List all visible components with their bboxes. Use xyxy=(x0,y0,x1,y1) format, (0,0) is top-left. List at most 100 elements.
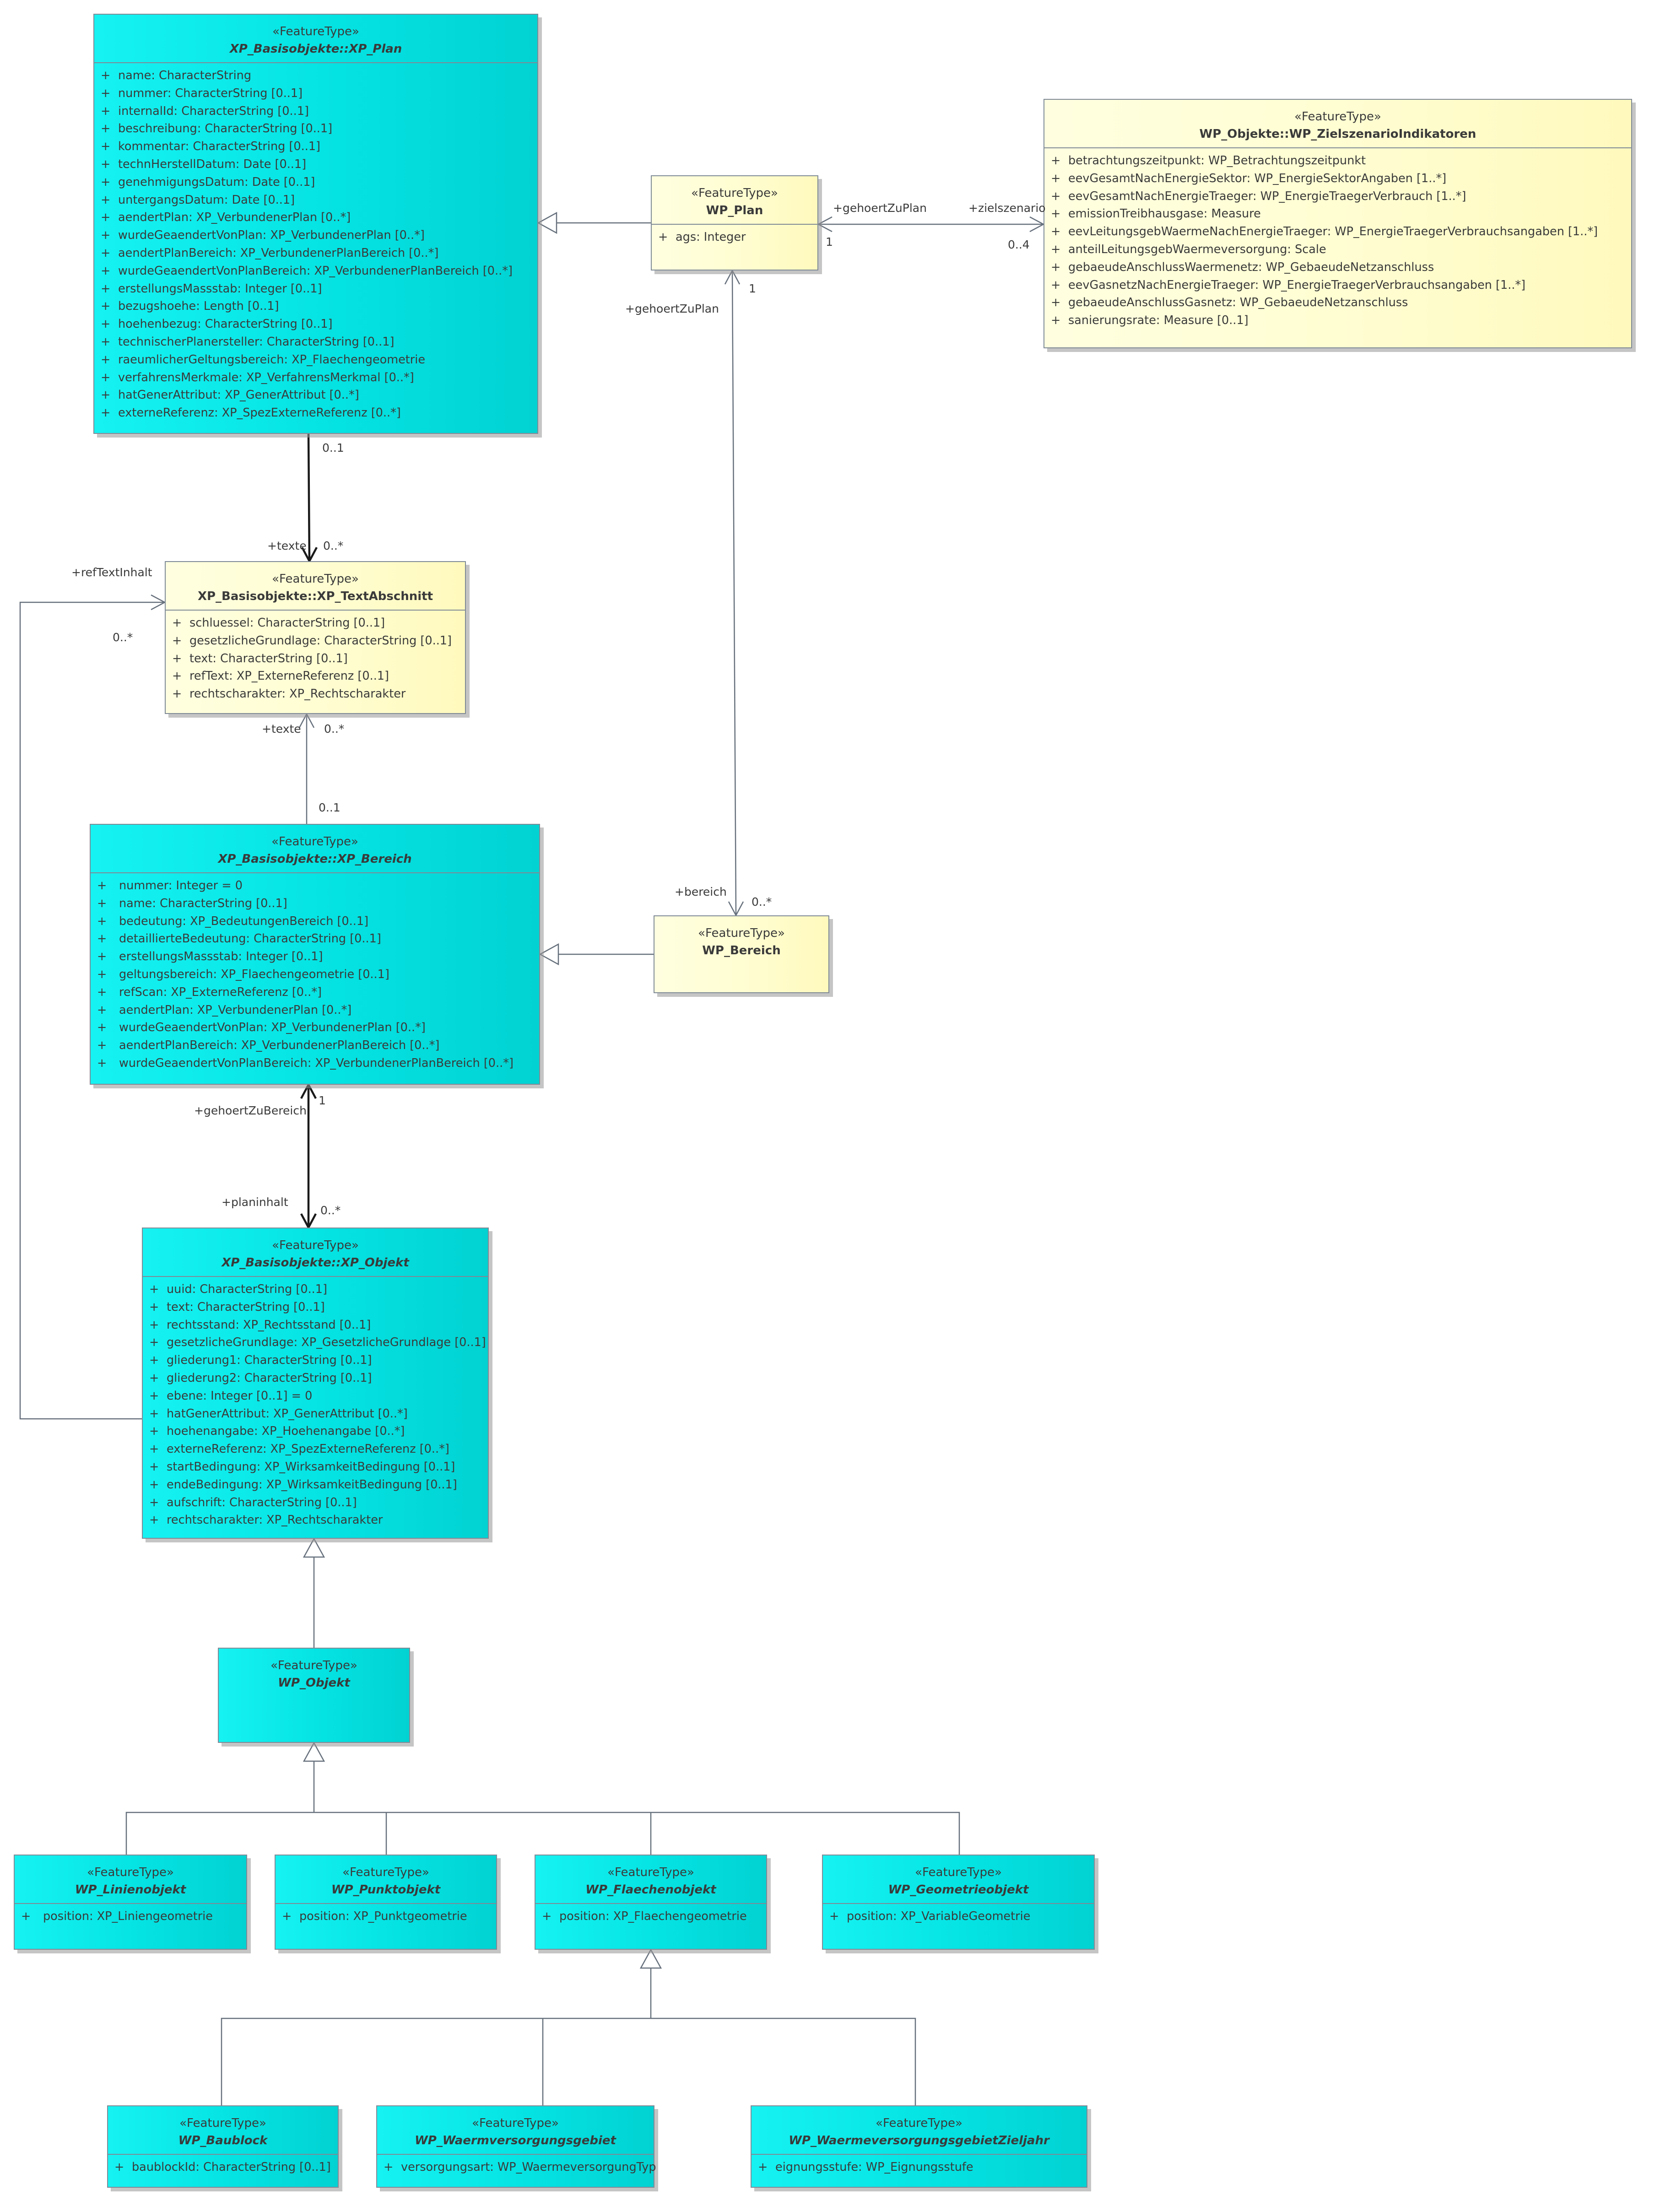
attribute-row[interactable]: +rechtscharakter: XP_Rechtscharakter xyxy=(143,1511,488,1529)
attribute-row[interactable]: +position: XP_VariableGeometrie xyxy=(823,1908,1094,1925)
attribute-text: endeBedingung: XP_WirksamkeitBedingung [… xyxy=(167,1477,457,1492)
attribute-row[interactable]: +wurdeGeaendertVonPlanBereich: XP_Verbun… xyxy=(91,1055,539,1072)
class-box[interactable]: «FeatureType»WP_WaermeversorgungsgebietZ… xyxy=(751,2105,1087,2188)
class-box[interactable]: «FeatureType»WP_Plan+ags: Integer xyxy=(651,175,818,270)
attribute-row[interactable]: +aendertPlan: XP_VerbundenerPlan [0..*] xyxy=(94,209,537,227)
attribute-row[interactable]: +bezugshoehe: Length [0..1] xyxy=(94,297,537,315)
class-box[interactable]: «FeatureType»WP_Flaechenobjekt+position:… xyxy=(535,1855,767,1950)
visibility-marker: + xyxy=(101,69,111,82)
attribute-row[interactable]: +hatGenerAttribut: XP_GenerAttribut [0..… xyxy=(94,386,537,404)
class-box[interactable]: «FeatureType»WP_Bereich xyxy=(654,915,829,993)
class-box[interactable]: «FeatureType»WP_Waermversorgungsgebiet +v… xyxy=(376,2105,656,2188)
attribute-row[interactable]: +kommentar: CharacterString [0..1] xyxy=(94,138,537,156)
class-name: WP_Plan xyxy=(706,204,763,217)
attribute-row[interactable]: +technHerstellDatum: Date [0..1] xyxy=(94,156,537,173)
attribute-row[interactable]: +aufschrift: CharacterString [0..1] xyxy=(143,1494,488,1512)
attribute-row[interactable]: +rechtscharakter: XP_Rechtscharakter xyxy=(166,685,465,703)
attribute-row[interactable]: +emissionTreibhausgase: Measure xyxy=(1044,205,1631,223)
multiplicity-label: 1 xyxy=(826,235,833,249)
class-box[interactable]: «FeatureType»WP_Objekte::WP_Zielszenario… xyxy=(1044,99,1632,348)
stereotype-label: «FeatureType» xyxy=(915,1866,1002,1879)
class-box[interactable]: «FeatureType»XP_Basisobjekte::XP_TextAbs… xyxy=(165,561,466,714)
attribute-text: externeReferenz: XP_SpezExterneReferenz … xyxy=(167,1442,449,1456)
attribute-row[interactable]: +endeBedingung: XP_WirksamkeitBedingung … xyxy=(143,1476,488,1494)
class-name: WP_Baublock xyxy=(178,2134,268,2147)
attribute-row[interactable]: +wurdeGeaendertVonPlan: XP_VerbundenerPl… xyxy=(91,1019,539,1037)
attribute-row[interactable]: +internalId: CharacterString [0..1] xyxy=(94,103,537,120)
attribute-row[interactable]: +gesetzlicheGrundlage: CharacterString [… xyxy=(166,632,465,650)
attribute-row[interactable]: +hoehenbezug: CharacterString [0..1] xyxy=(94,315,537,333)
class-box[interactable]: «FeatureType»WP_Objekt xyxy=(218,1648,410,1743)
attribute-row[interactable]: +untergangsDatum: Date [0..1] xyxy=(94,191,537,209)
attribute-row[interactable]: +rechtsstand: XP_Rechtsstand [0..1] xyxy=(143,1316,488,1334)
attribute-row[interactable]: +name: CharacterString [0..1] xyxy=(91,895,539,913)
attribute-row[interactable]: +beschreibung: CharacterString [0..1] xyxy=(94,120,537,138)
attribute-row[interactable]: +refText: XP_ExterneReferenz [0..1] xyxy=(166,667,465,685)
attribute-row[interactable]: +wurdeGeaendertVonPlanBereich: XP_Verbun… xyxy=(94,262,537,280)
attribute-row[interactable]: +aendertPlanBereich: XP_VerbundenerPlanB… xyxy=(94,244,537,262)
attribute-row[interactable]: +erstellungsMassstab: Integer [0..1] xyxy=(91,948,539,966)
attribute-row[interactable]: +startBedingung: XP_WirksamkeitBedingung… xyxy=(143,1458,488,1476)
attribute-row[interactable]: +eevLeitungsgebWaermeNachEnergieTraeger:… xyxy=(1044,223,1631,241)
attribute-row[interactable]: +gebaeudeAnschlussWaermenetz: WP_Gebaeud… xyxy=(1044,259,1631,276)
attribute-row[interactable]: +eevGesamtNachEnergieSektor: WP_EnergieS… xyxy=(1044,170,1631,188)
class-box[interactable]: «FeatureType»XP_Basisobjekte::XP_Bereich… xyxy=(90,824,540,1085)
attribute-row[interactable]: +hatGenerAttribut: XP_GenerAttribut [0..… xyxy=(143,1405,488,1423)
attribute-row[interactable]: +raeumlicherGeltungsbereich: XP_Flaechen… xyxy=(94,351,537,369)
attribute-row[interactable]: +refScan: XP_ExterneReferenz [0..*] xyxy=(91,984,539,1001)
visibility-marker: + xyxy=(149,1336,159,1350)
role-bereich-label: +bereich xyxy=(675,885,727,898)
attribute-row[interactable]: +position: XP_Liniengeometrie xyxy=(15,1908,246,1925)
attribute-row[interactable]: +hoehenangabe: XP_Hoehenangabe [0..*] xyxy=(143,1422,488,1440)
attribute-row[interactable]: +anteilLeitungsgebWaermeversorgung: Scal… xyxy=(1044,241,1631,259)
attribute-row[interactable]: +text: CharacterString [0..1] xyxy=(166,650,465,668)
attribute-row[interactable]: +genehmigungsDatum: Date [0..1] xyxy=(94,173,537,191)
attribute-row[interactable]: +bedeutung: XP_BedeutungenBereich [0..1] xyxy=(91,913,539,930)
class-header: «FeatureType»WP_Waermversorgungsgebiet xyxy=(377,2106,654,2154)
attribute-row[interactable]: +externeReferenz: XP_SpezExterneReferenz… xyxy=(143,1440,488,1458)
class-name: WP_Flaechenobjekt xyxy=(585,1883,716,1897)
attribute-row[interactable]: +uuid: CharacterString [0..1] xyxy=(143,1281,488,1298)
class-box[interactable]: «FeatureType»WP_Linienobjekt+position: X… xyxy=(14,1855,247,1950)
visibility-marker: + xyxy=(172,633,182,648)
class-box[interactable]: «FeatureType»WP_Punktobjekt+position: XP… xyxy=(275,1855,497,1950)
attribute-row[interactable]: +detaillierteBedeutung: CharacterString … xyxy=(91,930,539,948)
attribute-text: gliederung2: CharacterString [0..1] xyxy=(167,1371,372,1385)
class-name: XP_Basisobjekte::XP_TextAbschnitt xyxy=(197,590,433,603)
class-box[interactable]: «FeatureType»WP_Baublock+baublockId: Cha… xyxy=(107,2105,339,2188)
attribute-row[interactable]: +sanierungsrate: Measure [0..1] xyxy=(1044,312,1631,330)
attribute-row[interactable]: + name: CharacterString xyxy=(94,67,537,85)
attribute-row[interactable]: +eevGesamtNachEnergieTraeger: WP_Energie… xyxy=(1044,188,1631,206)
attribute-row[interactable]: +betrachtungszeitpunkt: WP_Betrachtungsz… xyxy=(1044,152,1631,170)
attribute-row[interactable]: +ags: Integer xyxy=(652,228,817,246)
attribute-row[interactable]: +position: XP_Flaechengeometrie xyxy=(535,1908,766,1925)
attribute-row[interactable]: +eignungsstufe: WP_Eignungsstufe xyxy=(752,2158,1087,2176)
attribute-row[interactable]: +gliederung2: CharacterString [0..1] xyxy=(143,1369,488,1387)
attribute-row[interactable]: +aendertPlanBereich: XP_VerbundenerPlanB… xyxy=(91,1037,539,1055)
attribute-row[interactable]: +technischerPlanersteller: CharacterStri… xyxy=(94,333,537,351)
attribute-row[interactable]: +wurdeGeaendertVonPlan: XP_VerbundenerPl… xyxy=(94,227,537,244)
attribute-row[interactable]: +ebene: Integer [0..1] = 0 xyxy=(143,1387,488,1405)
attribute-row[interactable]: +nummer: CharacterString [0..1] xyxy=(94,85,537,103)
attribute-row[interactable]: +erstellungsMassstab: Integer [0..1] xyxy=(94,280,537,298)
attribute-row[interactable]: +text: CharacterString [0..1] xyxy=(143,1298,488,1316)
attribute-row[interactable]: +gliederung1: CharacterString [0..1] xyxy=(143,1352,488,1369)
attribute-row[interactable]: +versorgungsart: WP_WaermeversorgungTyp xyxy=(377,2158,656,2176)
class-box[interactable]: «FeatureType»XP_Basisobjekte::XP_Plan+na… xyxy=(93,14,538,434)
attribute-row[interactable]: +nummer: Integer = 0 xyxy=(91,877,539,895)
attribute-row[interactable]: +schluessel: CharacterString [0..1] xyxy=(166,614,465,632)
attribute-text: text: CharacterString [0..1] xyxy=(167,1300,325,1314)
class-box[interactable]: «FeatureType»XP_Basisobjekte::XP_Objekt+… xyxy=(142,1228,489,1539)
attribute-row[interactable]: +verfahrensMerkmale: XP_VerfahrensMerkma… xyxy=(94,369,537,387)
class-name: WP_Objekt xyxy=(278,1676,350,1690)
attribute-row[interactable]: +geltungsbereich: XP_Flaechengeometrie [… xyxy=(91,966,539,984)
attribute-row[interactable]: +gebaeudeAnschlussGasnetz: WP_GebaeudeNe… xyxy=(1044,294,1631,312)
attribute-row[interactable]: +position: XP_Punktgeometrie xyxy=(276,1908,496,1925)
attribute-row[interactable]: +eevGasnetzNachEnergieTraeger: WP_Energi… xyxy=(1044,276,1631,294)
class-box[interactable]: «FeatureType»WP_Geometrieobjekt+position… xyxy=(822,1855,1095,1950)
attribute-row[interactable]: +gesetzlicheGrundlage: XP_GesetzlicheGru… xyxy=(143,1334,488,1352)
attribute-row[interactable]: +aendertPlan: XP_VerbundenerPlan [0..*] xyxy=(91,1001,539,1019)
attribute-row[interactable]: +baublockId: CharacterString [0..1] xyxy=(108,2158,338,2176)
attribute-text: name: CharacterString xyxy=(118,69,252,82)
attribute-row[interactable]: +externeReferenz: XP_SpezExterneReferenz… xyxy=(94,404,537,422)
